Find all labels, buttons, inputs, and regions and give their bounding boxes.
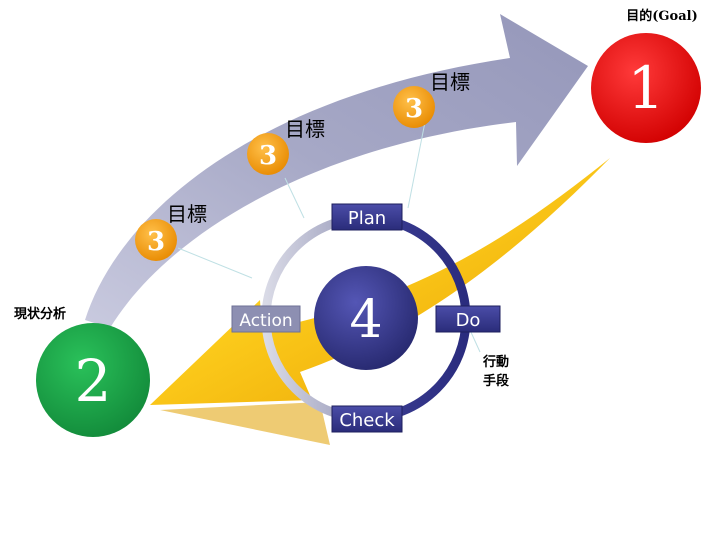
milestone-1: 3 目標 — [135, 202, 207, 261]
pdca-center-number: 4 — [349, 290, 382, 350]
action-means-label-line1: 行動 — [482, 354, 509, 370]
milestone-circle — [247, 133, 289, 175]
do-label: Do — [456, 310, 481, 331]
current-state-label: 現状分析 — [14, 306, 66, 322]
connector-lines — [177, 121, 481, 353]
action-means-label-line2: 手段 — [483, 373, 509, 389]
milestone-circle — [135, 219, 177, 261]
do-box: Do — [435, 305, 501, 333]
milestone-label: 目標 — [430, 70, 470, 94]
milestone-label: 目標 — [167, 202, 207, 226]
action-box: Action — [231, 305, 301, 333]
current-state-number: 2 — [75, 347, 112, 415]
progress-arrow — [85, 14, 588, 328]
goal-number: 1 — [628, 54, 665, 122]
pdca-center-circle — [314, 266, 418, 370]
action-label: Action — [239, 311, 292, 331]
check-label: Check — [339, 410, 395, 431]
current-state-circle — [36, 323, 150, 437]
plan-label: Plan — [348, 208, 386, 229]
check-box: Check — [331, 405, 403, 433]
goal-circle — [591, 33, 701, 143]
goal-label: 目的(Goal) — [626, 8, 697, 24]
milestone-circle — [393, 86, 435, 128]
milestone-label: 目標 — [285, 117, 325, 141]
milestone-3: 3 目標 — [393, 70, 470, 128]
milestone-number: 3 — [259, 141, 277, 171]
milestone-2: 3 目標 — [247, 117, 325, 175]
action-arrow-shadow — [160, 402, 330, 445]
milestone-number: 3 — [405, 94, 423, 124]
plan-box: Plan — [331, 203, 403, 231]
milestone-number: 3 — [147, 227, 165, 257]
